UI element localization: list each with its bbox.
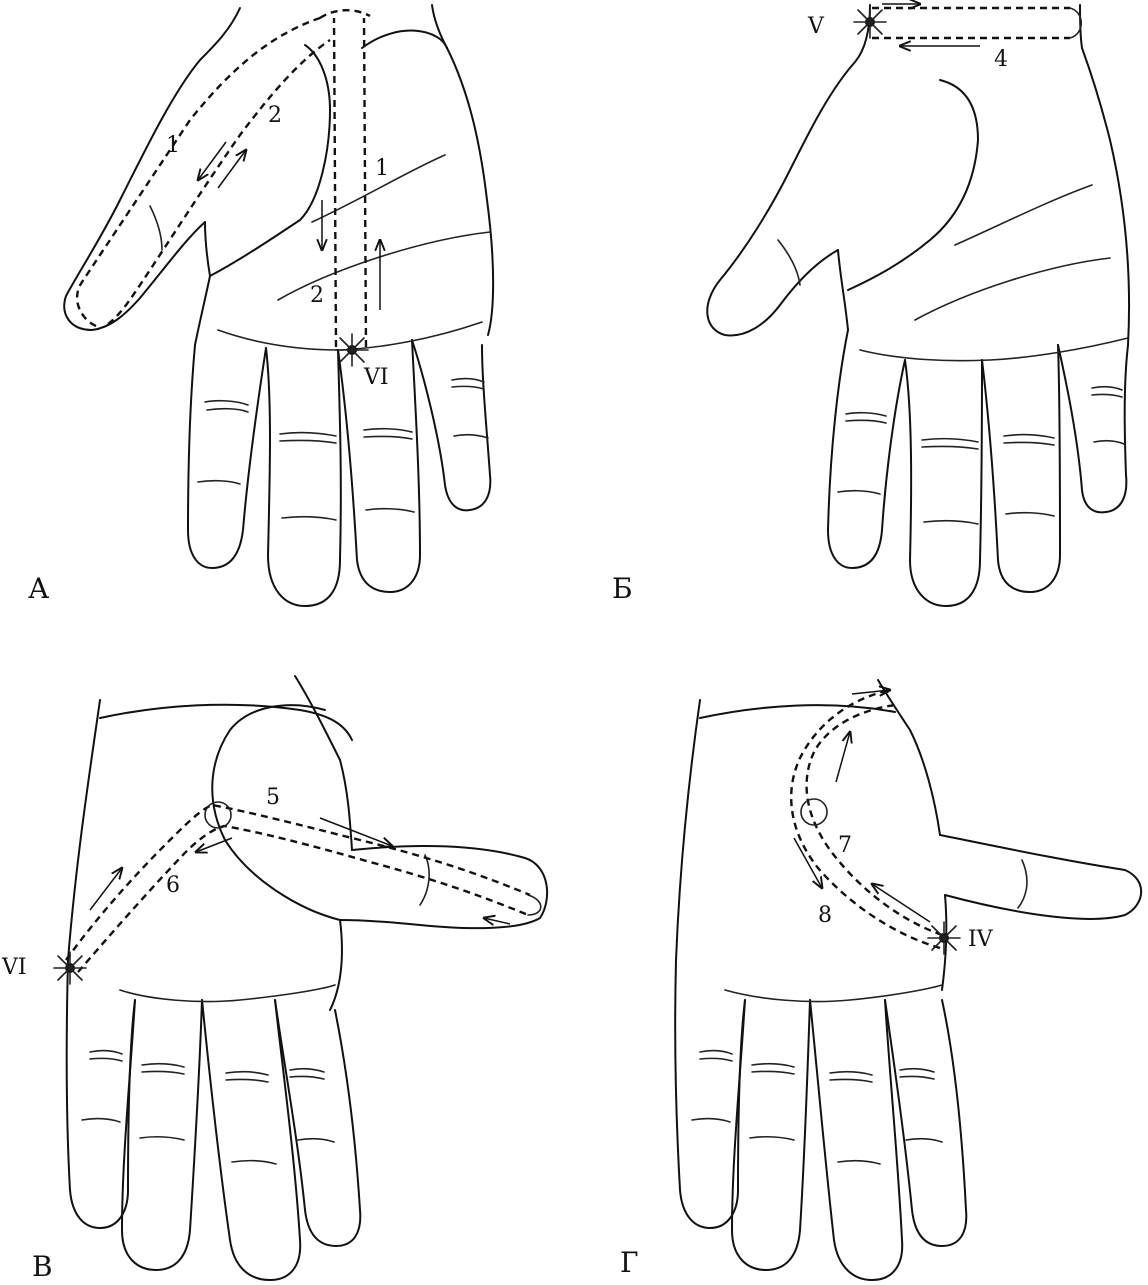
- massage-paths-c: [53, 801, 542, 985]
- joint-circle-c: [204, 801, 232, 829]
- panel-a: А VI 1 2 1 2: [28, 4, 495, 607]
- panel-b-point: V: [807, 14, 825, 39]
- hand-outline-d: [674, 679, 1143, 1281]
- panel-d-letter: Г: [620, 1246, 639, 1279]
- panel-c-label-1: 5: [266, 785, 280, 810]
- massage-paths-a: [75, 9, 380, 367]
- massage-paths-d: [790, 690, 961, 955]
- panel-c-point: VI: [1, 955, 27, 980]
- panel-a-label-2: 2: [268, 103, 282, 128]
- panel-d-label-1: 7: [838, 833, 852, 858]
- hand-outline-a: [63, 4, 495, 607]
- panel-b: Б V 4: [612, 4, 1131, 607]
- panel-c-letter: В: [32, 1250, 53, 1283]
- hand-outline-b: [706, 4, 1131, 607]
- panel-b-label-1: 4: [994, 47, 1008, 72]
- panel-d: Г IV 7 8: [620, 679, 1143, 1281]
- panel-d-label-2: 8: [818, 903, 832, 928]
- panel-c-label-2: 6: [166, 873, 180, 898]
- panel-a-point: VI: [363, 365, 389, 390]
- panel-a-label-1: 1: [166, 133, 180, 158]
- panel-d-point: IV: [968, 927, 994, 952]
- panel-b-letter: Б: [612, 572, 633, 605]
- panel-c: В VI 5 6: [1, 675, 549, 1283]
- panel-a-letter: А: [28, 572, 49, 605]
- panel-a-label-3: 1: [375, 156, 389, 181]
- massage-paths-b: [853, 4, 1083, 46]
- panel-a-label-4: 2: [310, 283, 324, 308]
- joint-circle-d: [800, 798, 828, 826]
- hand-outline-c: [65, 675, 549, 1281]
